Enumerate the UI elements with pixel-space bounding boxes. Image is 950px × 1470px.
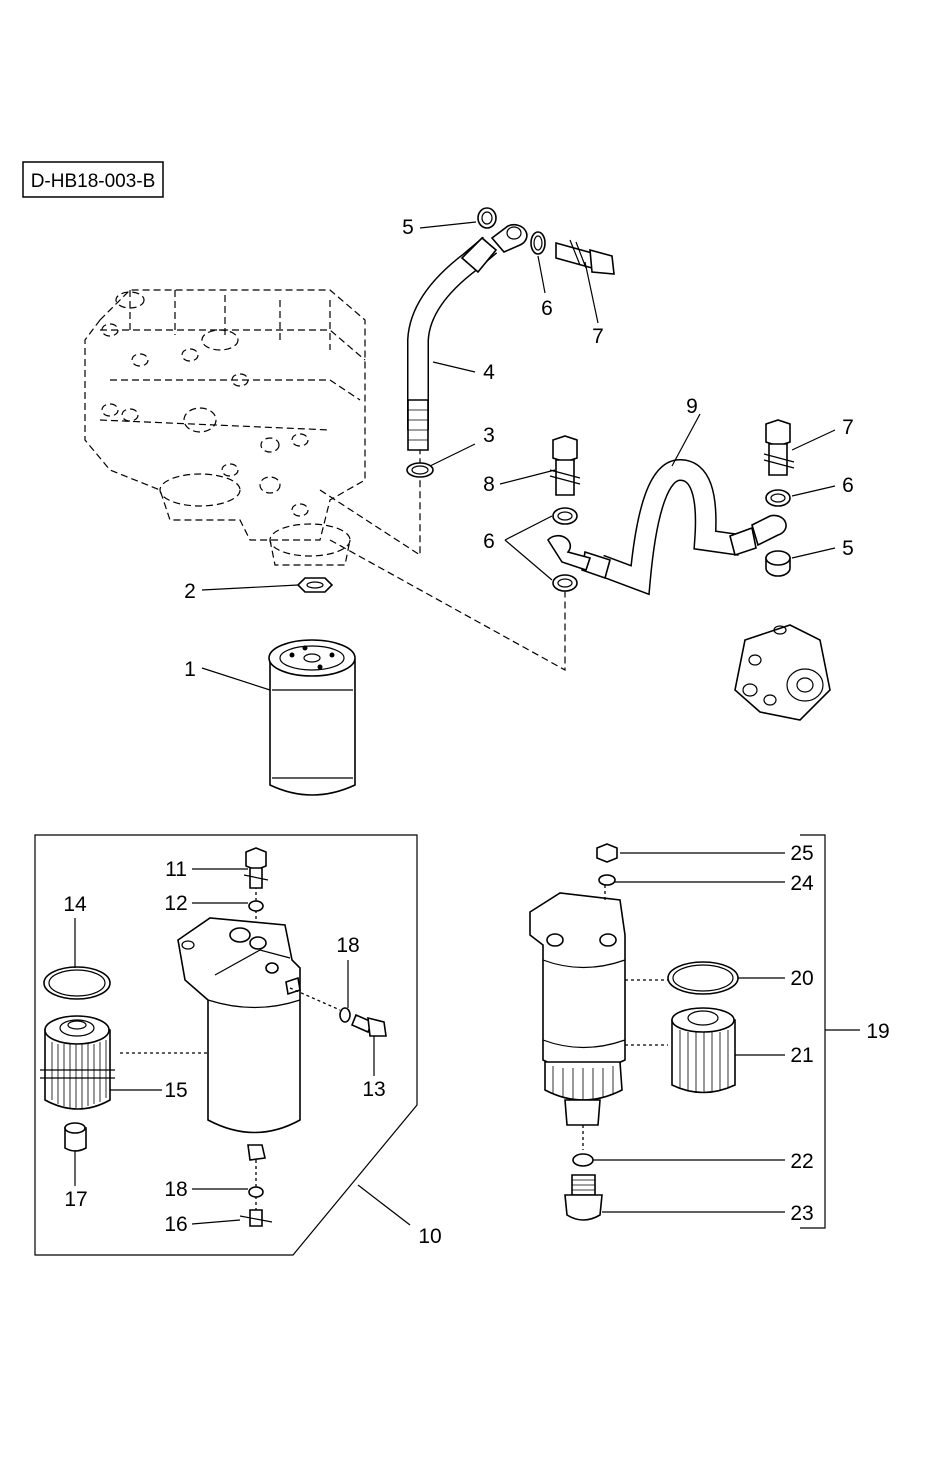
callout-2: 2 (184, 580, 196, 603)
part-17-insert (65, 1123, 86, 1151)
callout-13: 13 (362, 1078, 385, 1101)
part-16-drain-valve (240, 1210, 272, 1226)
callout-5: 5 (402, 216, 414, 239)
part-2-nut (298, 578, 332, 592)
part-18-washer-upper (340, 1008, 350, 1022)
callout-24: 24 (790, 872, 814, 895)
callout-23: 23 (790, 1202, 813, 1225)
part-9-hose (548, 470, 786, 580)
part-14-o-ring (44, 967, 110, 999)
part-15-filter-element (40, 1016, 115, 1109)
part-24-washer (599, 875, 615, 885)
part-8-banjo-bolt (550, 436, 580, 495)
callout-25: 25 (790, 842, 813, 865)
part-25-plug (597, 844, 617, 862)
part-6-washer-a (553, 508, 577, 524)
part-13-plug (352, 1015, 386, 1036)
part-6-washer-b (553, 575, 577, 591)
part-3-washer (407, 463, 433, 477)
diagram-code-box: D-HB18-003-B (23, 162, 163, 197)
part-18-washer-lower (249, 1187, 263, 1197)
part-21-filter-element (672, 1008, 735, 1093)
callout-6-right: 6 (842, 474, 854, 497)
part-7-banjo-bolt-right (764, 420, 794, 475)
part-1-filter-cartridge (269, 640, 355, 795)
part-5-washer-top (478, 208, 496, 228)
callout-22: 22 (790, 1150, 813, 1173)
callout-8: 8 (483, 473, 495, 496)
pump-drawing (735, 625, 830, 720)
callout-16: 16 (164, 1213, 187, 1236)
part-23-drain (565, 1175, 602, 1220)
callout-5-right: 5 (842, 537, 854, 560)
group-19-filter-assembly (530, 885, 668, 1150)
callout-18-lower: 18 (164, 1178, 187, 1201)
part-11-bolt (244, 848, 268, 888)
callout-14: 14 (63, 893, 87, 916)
callout-7-right: 7 (842, 416, 854, 439)
callout-18-upper: 18 (336, 934, 359, 957)
group-10-filter-assembly (120, 880, 340, 1210)
callout-11: 11 (165, 858, 187, 881)
callout-10: 10 (418, 1225, 441, 1248)
callout-1: 1 (184, 658, 196, 681)
callout-20: 20 (790, 967, 813, 990)
part-22-o-ring (573, 1154, 593, 1166)
part-12-washer (249, 901, 263, 911)
callout-9: 9 (686, 395, 698, 418)
callout-6: 6 (541, 297, 553, 320)
diagram-code: D-HB18-003-B (31, 171, 156, 192)
part-7-banjo-bolt-top (556, 240, 614, 274)
part-6-washer-top (531, 232, 545, 254)
callout-3: 3 (483, 424, 495, 447)
callout-4: 4 (483, 361, 495, 384)
part-20-o-ring (668, 962, 738, 994)
callout-6-lower: 6 (483, 530, 495, 553)
callout-21: 21 (790, 1044, 813, 1067)
part-4-hose (408, 225, 527, 450)
callout-labels: 5 6 7 4 3 8 9 7 6 6 5 2 1 11 12 14 18 13… (63, 216, 889, 1248)
part-6-washer-right (766, 490, 790, 506)
callout-15: 15 (164, 1079, 187, 1102)
callout-7: 7 (592, 325, 604, 348)
callout-19: 19 (866, 1020, 889, 1043)
callout-12: 12 (164, 892, 187, 915)
callout-17: 17 (64, 1188, 87, 1211)
